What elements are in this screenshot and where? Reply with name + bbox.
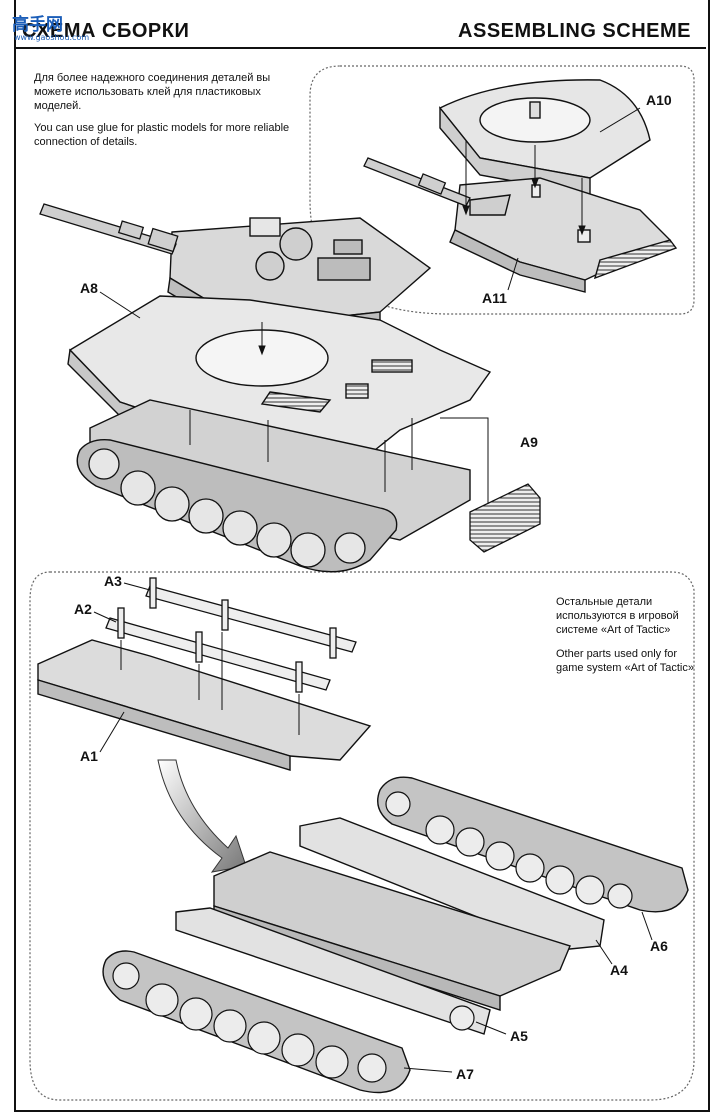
game-note-english: Other parts used only for game system «A… (556, 648, 694, 674)
callout-a10: A10 (646, 92, 672, 108)
left-road-wheels (112, 962, 475, 1083)
game-note: Остальные детали используются в игровой … (556, 595, 696, 675)
hull-pin-arrows (189, 410, 413, 492)
callout-a7: A7 (456, 1066, 474, 1082)
a11-gun-barrel (363, 157, 471, 207)
part-a3-axle-bar (145, 577, 357, 659)
tank-road-wheels (88, 448, 366, 568)
part-a6-track-right (377, 776, 689, 913)
part-a9-grill (469, 483, 541, 553)
inset-panel-top (309, 65, 695, 315)
watermark-url: www.gaoshou.com (14, 33, 90, 42)
callout-a11: A11 (482, 290, 507, 306)
callout-a1: A1 (80, 748, 98, 764)
callout-a4: A4 (610, 962, 628, 978)
part-a5-side-plate (175, 907, 491, 1035)
axle-assembly-arrows (120, 632, 300, 735)
lower-hull-tub (213, 851, 571, 1011)
glue-note-russian: Для более надежного соединения деталей в… (34, 72, 271, 112)
right-road-wheels (385, 791, 633, 909)
part-a2-axle-bar (105, 607, 331, 693)
callout-a9: A9 (520, 434, 538, 450)
callout-a3: A3 (104, 573, 122, 589)
a10-a11-assembly-arrows (462, 140, 586, 236)
page-frame (14, 0, 710, 1112)
glue-note-english: You can use glue for plastic models for … (34, 122, 290, 148)
game-note-russian: Остальные детали используются в игровой … (556, 596, 679, 636)
turret-to-hull-arrow (258, 322, 266, 356)
part-a8-hull (67, 295, 492, 485)
title-english: ASSEMBLING SCHEME (458, 20, 691, 42)
callout-a6: A6 (650, 938, 668, 954)
callout-a8: A8 (80, 280, 98, 296)
watermark-text: 高手网 (12, 15, 63, 35)
glue-note: Для более надежного соединения деталей в… (34, 71, 294, 149)
assembly-flow-arrow (157, 759, 247, 873)
watermark-logo: 高手网 www.gaoshou.com (6, 6, 89, 42)
header-rule (16, 47, 706, 49)
part-a10-turret-cover (438, 79, 651, 196)
callout-leader-lines (93, 107, 653, 1073)
callout-a5: A5 (510, 1028, 528, 1044)
callout-a2: A2 (74, 601, 92, 617)
a9-leader-line (440, 417, 489, 504)
tank-main-gun (39, 203, 179, 255)
title-russian: СХЕМА СБОРКИ (22, 20, 190, 42)
part-a11-turret-base (449, 177, 678, 293)
